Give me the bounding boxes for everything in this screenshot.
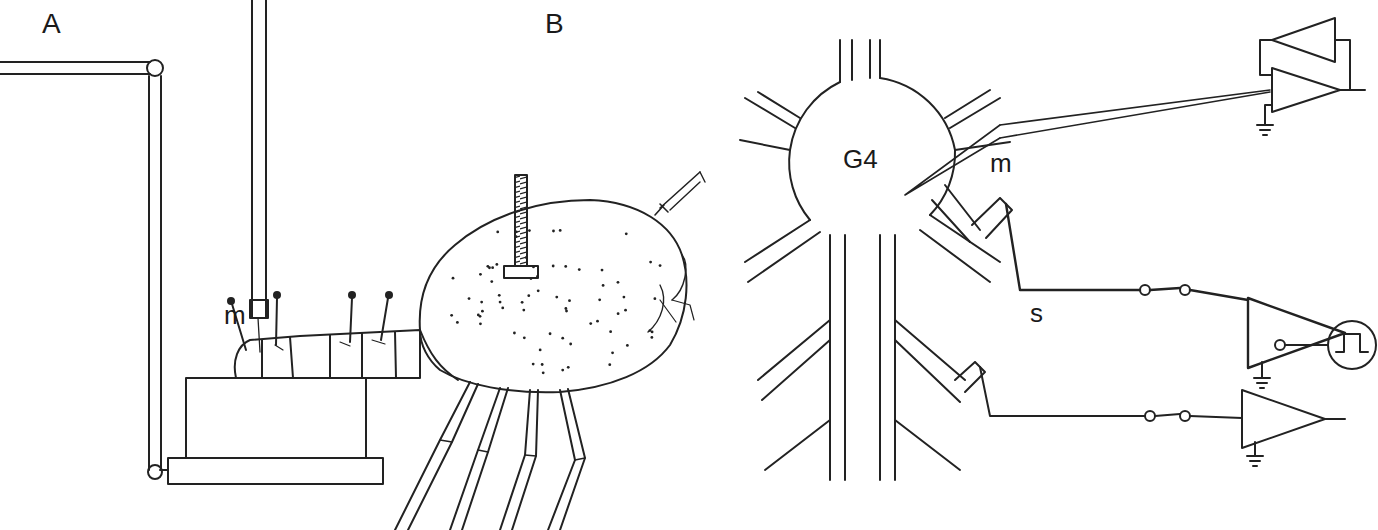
electrode-label: m [990, 150, 1012, 176]
microelectrode [905, 90, 1270, 195]
second-suction-electrode [955, 362, 1345, 466]
electrode-label: s [1030, 300, 1043, 326]
label-text: s [1030, 298, 1043, 328]
panel-letter: A [42, 10, 61, 38]
label-text: A [42, 8, 61, 39]
abdomen [235, 330, 420, 378]
label-text: m [990, 148, 1012, 178]
panel-letter: B [545, 10, 564, 38]
carapace [420, 200, 687, 392]
dissection-pins [232, 298, 388, 350]
manipulator-stand [0, 60, 383, 484]
label-text: B [545, 8, 564, 39]
label-text: m [224, 300, 246, 330]
ganglion-label: G4 [843, 146, 878, 172]
threaded-rod [504, 175, 538, 278]
electrode-label: m [224, 302, 246, 328]
suction-electrode [972, 198, 1345, 388]
ganglion-outline [740, 40, 1010, 480]
shell-stippling [450, 229, 661, 374]
electrode-holder [250, 0, 268, 352]
head-region [648, 172, 705, 332]
recording-amplifier [1257, 18, 1365, 135]
label-text: G4 [843, 144, 878, 174]
stimulator [1275, 321, 1376, 369]
walking-legs [395, 382, 585, 530]
